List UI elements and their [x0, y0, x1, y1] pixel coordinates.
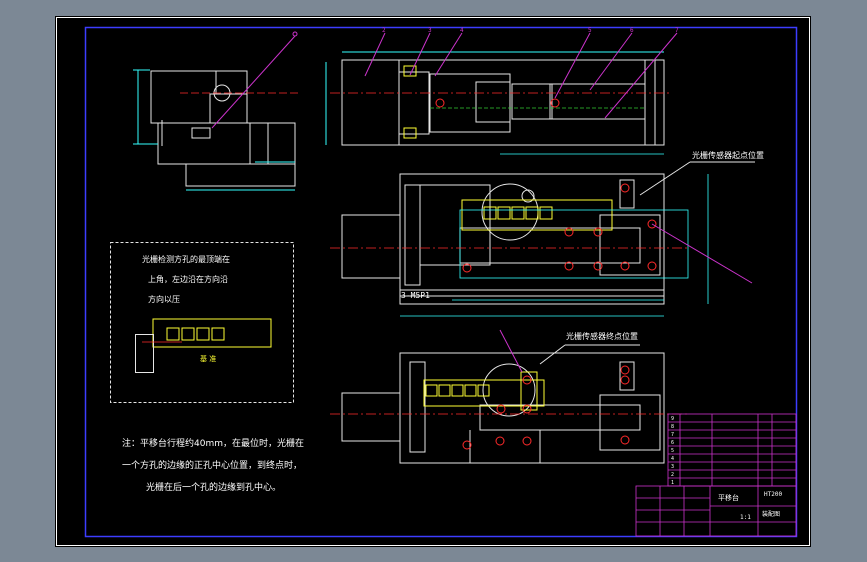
balloon-labels-top: 2 3 4 5 6 7: [382, 27, 679, 34]
bolt-spec-label: 3-M5P1: [401, 291, 430, 300]
front-view-leaders: [364, 32, 678, 119]
plan-bolt-holes: [462, 183, 657, 273]
leader-end: [499, 329, 523, 373]
leader-to-title: [651, 223, 753, 284]
balloon-label-6: 6: [630, 27, 634, 34]
leader-1: [211, 35, 296, 129]
side-view: [133, 69, 296, 191]
svg-text:3: 3: [671, 464, 674, 470]
sensor-start-label: 光栅传感器起点位置: [692, 150, 764, 160]
svg-text:6: 6: [671, 440, 674, 446]
outer-border: [56, 17, 810, 546]
sensor-end-label: 光栅传感器终点位置: [566, 331, 638, 341]
front-view-bolt-2: [435, 98, 445, 108]
dimension-box-start: [459, 209, 689, 279]
balloon-label-2: 2: [382, 27, 386, 34]
note-box-line-1: 光栅检测方孔的最顶端在: [142, 254, 230, 264]
inner-border: [84, 26, 798, 538]
note-box-window-row: [152, 318, 272, 348]
title-scale: 1:1: [740, 514, 751, 521]
svg-text:7: 7: [671, 432, 674, 438]
balloon-label-3: 3: [428, 27, 432, 34]
note-box-base: [135, 334, 154, 373]
balloon-label-7: 7: [675, 27, 679, 34]
drawing-sheet: [55, 16, 811, 547]
balloon-1: [292, 31, 298, 37]
note-box-datum-label: 基 准: [200, 354, 216, 363]
end-bolt-holes: [462, 365, 630, 450]
note-box: [110, 242, 294, 403]
svg-text:5: 5: [671, 448, 674, 454]
title-material: HT200: [764, 491, 782, 498]
title-sheet-label: 装配图: [762, 510, 780, 518]
note-box-line-2: 上角，左边沿在方向沿: [148, 274, 228, 284]
note-box-line-3: 方向以压: [148, 294, 180, 304]
front-view-fastener-bottom: [403, 127, 417, 139]
sensor-circle-inner: [521, 189, 535, 203]
title-drawing-name: 平移台: [718, 493, 739, 502]
svg-text:2: 2: [671, 472, 674, 478]
balloon-label-4: 4: [460, 27, 464, 34]
sensor-window-row-end: [423, 371, 545, 411]
sensor-window-row-start: [461, 199, 613, 231]
sensor-circle-end: [482, 363, 536, 417]
sensor-end-leader: [539, 344, 566, 365]
bottom-note-line-3: 光栅在后一个孔的边缘到孔中心。: [146, 481, 281, 493]
svg-text:1: 1: [671, 480, 674, 486]
front-view-bolt-1: [550, 98, 560, 108]
plan-view-end: [341, 352, 665, 464]
bottom-note-line-1: 注：平移台行程约40mm，在最位时，光栅在: [122, 437, 304, 449]
bom-row-numbers: 9 8 7 6 5 4 3 2 1: [671, 416, 674, 486]
svg-text:4: 4: [671, 456, 674, 462]
title-block: [635, 485, 797, 537]
svg-text:9: 9: [671, 416, 674, 422]
bom-table: [667, 413, 797, 487]
bottom-note-line-2: 一个方孔的边缘的正孔中心位置，到终点时，: [122, 459, 302, 471]
front-view-fastener-top: [403, 65, 417, 77]
balloon-label-5: 5: [588, 27, 592, 34]
sensor-start-leader: [639, 161, 691, 196]
svg-text:8: 8: [671, 424, 674, 430]
